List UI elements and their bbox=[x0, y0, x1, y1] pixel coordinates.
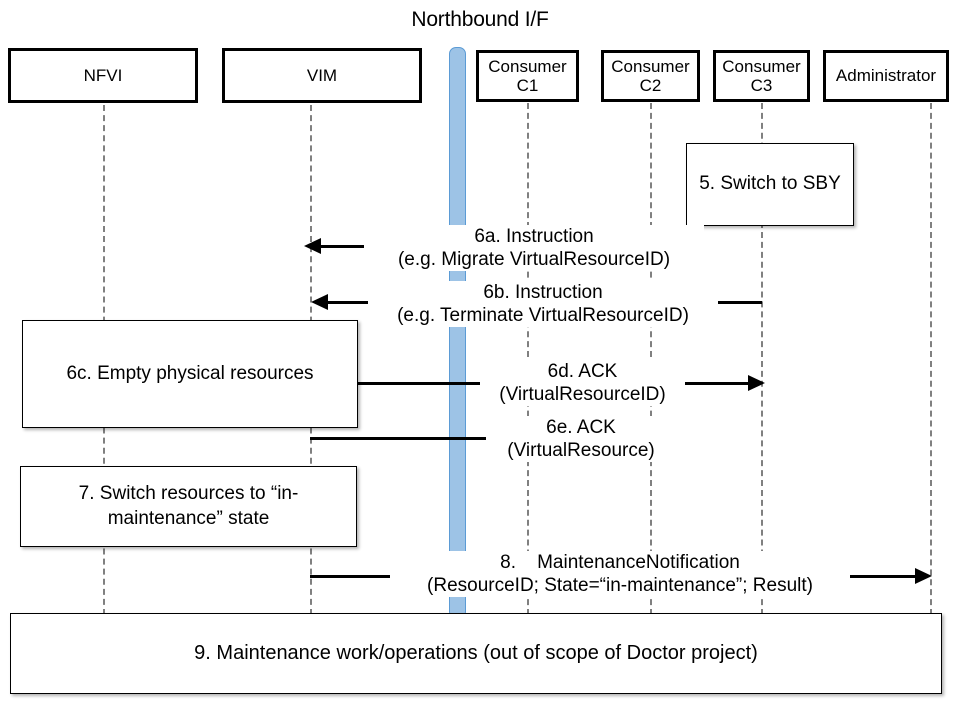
lifeline-consumer-c1 bbox=[527, 103, 529, 615]
note-step-5-line2: SBY bbox=[802, 173, 841, 195]
message-6b-label: 6b. Instruction (e.g. Terminate VirtualR… bbox=[368, 281, 718, 328]
note-step-5-switch-to-sby: 5. Switch to SBY bbox=[686, 143, 854, 226]
participant-vim[interactable]: VIM bbox=[222, 48, 422, 103]
northbound-interface-bar bbox=[449, 47, 466, 615]
participant-nfvi-label: NFVI bbox=[83, 65, 123, 85]
participant-consumer-c3-sublabel: C3 bbox=[750, 76, 773, 95]
message-6e-line1: 6e. ACK bbox=[546, 417, 616, 438]
lifeline-consumer-c2 bbox=[650, 103, 652, 615]
message-6d-label: 6d. ACK (VirtualResourceID) bbox=[480, 360, 685, 407]
participant-consumer-c2-sublabel: C2 bbox=[639, 76, 662, 95]
note-step-7-switch-resources: 7. Switch resources to “in-maintenance” … bbox=[20, 466, 357, 547]
participant-vim-label: VIM bbox=[306, 65, 338, 85]
message-6a-arrowhead bbox=[304, 238, 321, 254]
participant-consumer-c3[interactable]: Consumer C3 bbox=[713, 50, 810, 102]
participant-consumer-c1-label: Consumer bbox=[488, 56, 567, 76]
note-step-7-line2: “in-maintenance” state bbox=[107, 483, 299, 529]
note-step-6c-line1: 6c. Empty physical resources bbox=[66, 362, 314, 384]
message-6b-arrowhead bbox=[311, 294, 328, 310]
participant-administrator[interactable]: Administrator bbox=[823, 50, 949, 102]
message-6e-label: 6e. ACK (VirtualResource) bbox=[486, 416, 676, 463]
message-6a-line2: (e.g. Migrate VirtualResourceID) bbox=[397, 249, 671, 271]
note-step-5-line1: 5. Switch to bbox=[699, 173, 798, 195]
participant-consumer-c2[interactable]: Consumer C2 bbox=[601, 50, 700, 102]
participant-consumer-c1[interactable]: Consumer C1 bbox=[476, 50, 579, 102]
participant-nfvi[interactable]: NFVI bbox=[8, 48, 198, 103]
message-6d-line1: 6d. ACK bbox=[547, 361, 618, 382]
participant-consumer-c1-sublabel: C1 bbox=[516, 76, 539, 95]
note-step-9-line1: 9. Maintenance work/operations bbox=[194, 641, 478, 664]
message-8-arrowhead bbox=[915, 568, 932, 584]
note-step-9-maintenance-work: 9. Maintenance work/operations (out of s… bbox=[10, 613, 942, 694]
participant-consumer-c3-label: Consumer bbox=[722, 56, 801, 76]
lifeline-consumer-c3 bbox=[761, 103, 763, 615]
message-6d-arrowhead bbox=[748, 375, 765, 391]
message-8-line1: 8. MaintenanceNotification bbox=[500, 552, 740, 573]
message-6b-line2: (e.g. Terminate VirtualResourceID) bbox=[397, 305, 689, 327]
participant-administrator-label: Administrator bbox=[835, 66, 937, 86]
message-6b-line1: 6b. Instruction bbox=[483, 282, 603, 303]
message-6e-arrow-line bbox=[310, 437, 642, 440]
message-6e-line2: (VirtualResource) bbox=[507, 440, 655, 462]
note-step-7-line1: 7. Switch resources to bbox=[78, 483, 266, 505]
note-step-9-line2: (out of scope of Doctor project) bbox=[483, 641, 758, 664]
message-8-line2: (ResourceID; State=“in-maintenance”; Res… bbox=[427, 575, 813, 597]
message-6a-line1: 6a. Instruction bbox=[474, 226, 594, 247]
message-6a-label: 6a. Instruction (e.g. Migrate VirtualRes… bbox=[364, 225, 704, 272]
participant-consumer-c2-label: Consumer bbox=[611, 56, 690, 76]
page-title: Northbound I/F bbox=[411, 8, 549, 31]
note-step-6c-empty-physical-resources: 6c. Empty physical resources bbox=[22, 320, 358, 428]
lifeline-administrator bbox=[930, 103, 932, 615]
message-6d-line2: (VirtualResourceID) bbox=[499, 384, 666, 406]
message-8-label: 8. MaintenanceNotification (ResourceID; … bbox=[390, 551, 850, 598]
